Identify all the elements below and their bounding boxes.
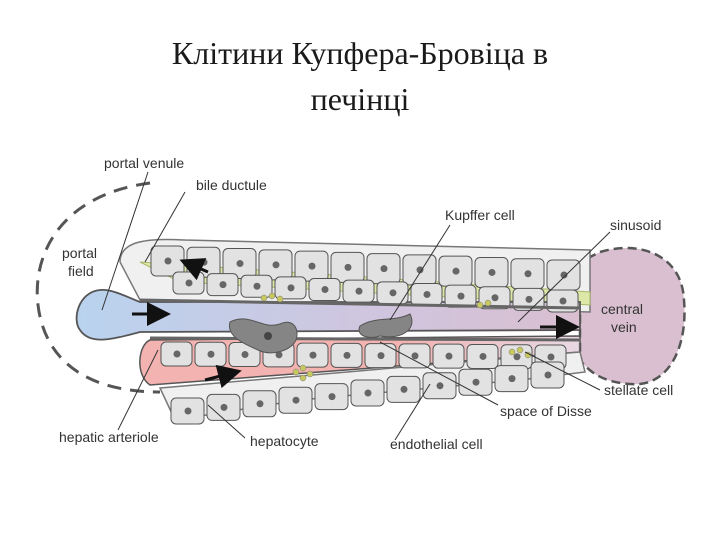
hepatocyte-nucleus xyxy=(381,265,388,272)
label-portal-field-2: field xyxy=(68,263,94,279)
hepatocyte-nucleus xyxy=(560,298,567,305)
hepatocyte-nucleus xyxy=(365,390,372,397)
label-bile-ductule: bile ductule xyxy=(196,177,267,193)
hepatocyte-nucleus xyxy=(273,261,280,268)
hepatocyte-nucleus xyxy=(288,284,295,291)
label-hepatocyte: hepatocyte xyxy=(250,433,319,449)
hepatocyte-nucleus xyxy=(378,352,385,359)
label-portal-venule: portal venule xyxy=(104,155,184,171)
hepatocyte-nucleus xyxy=(208,351,215,358)
hepatocyte-nucleus xyxy=(186,280,193,287)
hepatocyte-nucleus xyxy=(257,400,264,407)
hepatocyte-nucleus xyxy=(356,288,363,295)
hepatocyte-nucleus xyxy=(525,270,532,277)
hepatocyte-nucleus xyxy=(509,375,516,382)
label-central-vein-2: vein xyxy=(611,319,637,335)
hepatocyte-nucleus xyxy=(390,289,397,296)
hepatocyte-nucleus xyxy=(174,351,181,358)
leader-hepatic-arteriole xyxy=(118,350,158,430)
hepatocyte-nucleus xyxy=(548,354,555,361)
label-central-vein-1: central xyxy=(601,301,643,317)
hepatocyte-nucleus xyxy=(185,408,192,415)
hepatocyte-nucleus xyxy=(446,353,453,360)
hepatocyte-nucleus xyxy=(310,352,317,359)
endothelial-lining-lower xyxy=(150,338,580,340)
hepatocyte-nucleus xyxy=(526,296,533,303)
hepatocyte-nucleus xyxy=(242,351,249,358)
label-space-of-disse: space of Disse xyxy=(500,403,592,419)
hepatocyte-nucleus xyxy=(437,382,444,389)
hepatocyte-nucleus xyxy=(221,404,228,411)
hepatocyte-nucleus xyxy=(424,291,431,298)
hepatocyte-nucleus xyxy=(458,293,465,300)
label-portal-field-1: portal xyxy=(62,245,97,261)
hepatocyte-nucleus xyxy=(514,353,521,360)
hepatocyte-nucleus xyxy=(329,393,336,400)
hepatocyte-nucleus xyxy=(237,260,244,267)
hepatocyte-nucleus xyxy=(254,283,261,290)
label-endothelial-cell: endothelial cell xyxy=(390,436,483,452)
hepatocyte-nucleus xyxy=(401,386,408,393)
hepatocyte-nucleus xyxy=(453,268,460,275)
hepatocyte-nucleus xyxy=(220,281,227,288)
label-hepatic-arteriole: hepatic arteriole xyxy=(59,429,159,445)
hepatocyte-nucleus xyxy=(322,286,329,293)
hepatocyte-nucleus xyxy=(489,269,496,276)
hepatocyte-nucleus xyxy=(309,263,316,270)
hepatocyte-nucleus xyxy=(344,352,351,359)
hepatocyte-nucleus xyxy=(545,372,552,379)
hepatocyte-nucleus xyxy=(480,353,487,360)
hepatocyte-nucleus xyxy=(345,264,352,271)
label-sinusoid: sinusoid xyxy=(610,217,661,233)
label-kupffer-cell: Kupffer cell xyxy=(445,207,515,223)
hepatocyte-nucleus xyxy=(293,397,300,404)
hepatocyte-nucleus xyxy=(473,379,480,386)
label-stellate-cell: stellate cell xyxy=(604,382,673,398)
hepatocyte-nucleus xyxy=(492,294,499,301)
hepatocyte-nucleus xyxy=(412,352,419,359)
hepatocyte-nucleus xyxy=(201,259,208,266)
hepatocyte-nucleus xyxy=(165,258,172,265)
